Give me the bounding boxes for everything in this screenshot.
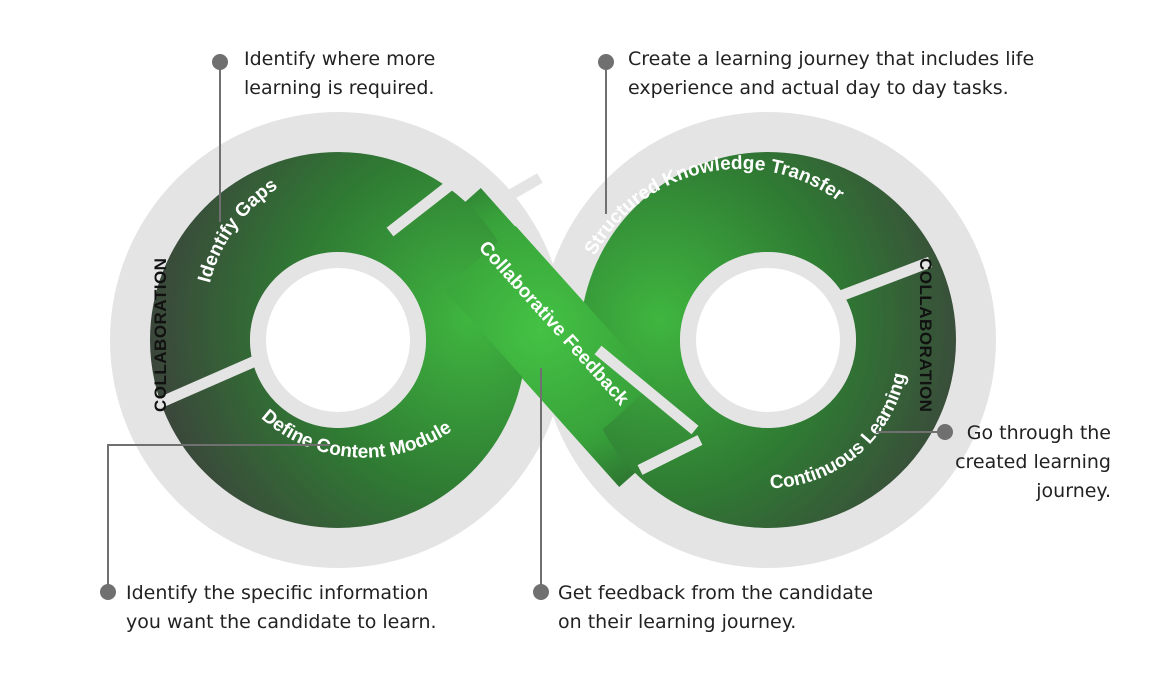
connector-dot-define-content-module: [100, 584, 116, 600]
connector-dots: [100, 54, 953, 600]
callout-line: Create a learning journey that includes …: [628, 48, 1035, 70]
callout-line: Identify the specific information: [126, 582, 429, 604]
callout-structured-knowledge-transfer: Create a learning journey that includes …: [628, 45, 1034, 103]
callout-line: on their learning journey.: [558, 611, 797, 633]
inner-holes: [250, 252, 856, 428]
callout-line: Identify where more: [244, 48, 436, 70]
connector-dot-collaborative-feedback: [533, 584, 549, 600]
left-loop-band: [150, 152, 526, 528]
callout-define-content-module: Identify the specific information you wa…: [126, 579, 437, 637]
callout-line: experience and actual day to day tasks.: [628, 77, 1009, 99]
callout-line: Go through the: [966, 422, 1111, 444]
collaboration-label-right: COLLABORATION: [916, 258, 935, 412]
callout-line: learning is required.: [244, 77, 435, 99]
segment-separators: [145, 163, 932, 475]
callout-line: you want the candidate to learn.: [126, 611, 437, 633]
connector-dot-continuous-learning: [937, 424, 953, 440]
collaboration-label-left: COLLABORATION: [151, 258, 170, 412]
connector-dot-identify-gaps: [212, 54, 228, 70]
crossing-band-front: [444, 225, 656, 447]
connectors: [107, 62, 945, 592]
callout-collaborative-feedback: Get feedback from the candidate on their…: [558, 579, 873, 637]
connector-dot-structured-knowledge-transfer: [598, 54, 614, 70]
callout-identify-gaps: Identify where more learning is required…: [244, 45, 435, 103]
callout-line: journey.: [1036, 480, 1111, 502]
callout-continuous-learning: Go through the created learning journey.: [955, 419, 1111, 506]
right-loop-band: [580, 152, 956, 528]
callout-line: created learning: [955, 451, 1111, 473]
callout-line: Get feedback from the candidate: [558, 582, 874, 604]
